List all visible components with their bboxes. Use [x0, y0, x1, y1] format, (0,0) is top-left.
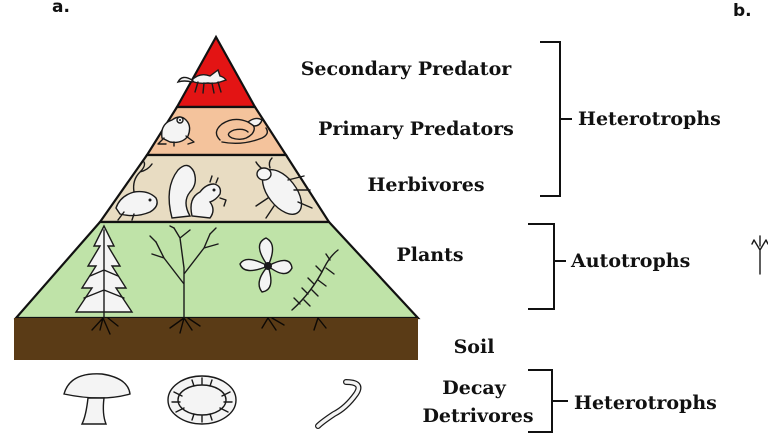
bracket-heterotrophs-top — [540, 41, 572, 197]
worm-icon — [315, 379, 362, 429]
pillbug-icon — [167, 375, 237, 425]
fern-icon — [291, 249, 339, 311]
squirrel-icon — [168, 164, 227, 219]
conifer-tree-icon — [74, 224, 134, 319]
tier-plants — [13, 220, 421, 320]
bare-tree-icon — [149, 225, 219, 319]
label-herbivores: Herbivores — [367, 174, 484, 196]
bird-icon — [115, 161, 158, 221]
label-detrivores: Detrivores — [422, 405, 533, 427]
frog-icon — [157, 116, 195, 147]
group-label-heterotrophs-bottom: Heterotrophs — [574, 392, 717, 414]
roots — [91, 317, 327, 335]
label-secondary-predator: Secondary Predator — [301, 58, 513, 80]
snake-icon — [215, 117, 269, 145]
label-plants: Plants — [396, 244, 463, 266]
group-label-heterotrophs-top: Heterotrophs — [578, 108, 721, 130]
bracket-heterotrophs-bottom — [528, 369, 568, 433]
label-decay: Decay — [442, 377, 506, 399]
soil-band — [14, 318, 418, 360]
panel-label-a: a. — [52, 0, 70, 17]
group-label-autotrophs: Autotrophs — [570, 250, 690, 272]
flower-icon — [239, 237, 293, 293]
partial-plant-icon — [751, 235, 768, 275]
mushroom-icon — [63, 373, 131, 425]
beetle-icon — [255, 157, 313, 219]
bracket-autotrophs — [528, 223, 566, 310]
fox-icon — [176, 68, 228, 94]
label-primary-predators: Primary Predators — [318, 118, 514, 140]
label-soil: Soil — [454, 336, 495, 358]
panel-label-b: b. — [733, 1, 752, 21]
